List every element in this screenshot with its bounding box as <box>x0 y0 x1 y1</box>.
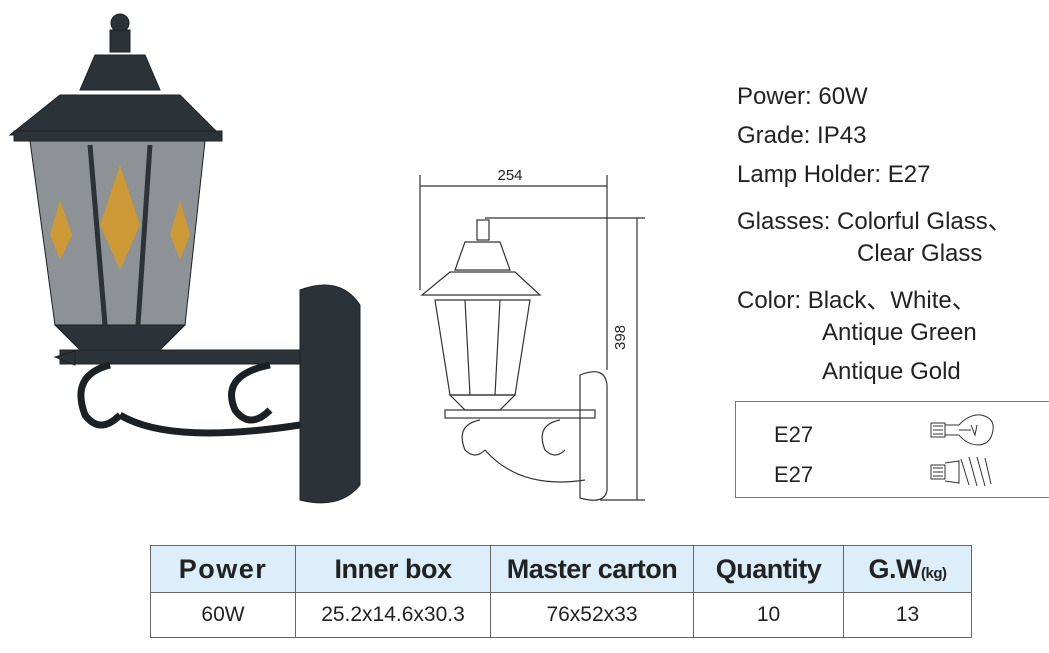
incandescent-bulb-icon <box>930 414 994 446</box>
header-gross-weight: G.W(kg) <box>843 545 972 593</box>
bulb-label: E27 <box>774 462 814 487</box>
gw-unit: (kg) <box>921 564 947 582</box>
header-master-carton: Master carton <box>490 545 694 593</box>
cell-master-carton: 76x52x33 <box>490 592 694 638</box>
spec-color-cont: Antique Green <box>822 319 977 346</box>
spec-color-cont2: Antique Gold <box>822 358 961 385</box>
header-inner-box: Inner box <box>295 545 491 593</box>
lamp-photo <box>8 13 361 504</box>
cell-power: 60W <box>150 592 296 638</box>
bulb-types-box: E27 E27 <box>735 401 1049 498</box>
spec-glasses-cont: Clear Glass <box>857 240 983 267</box>
spec-grade: Grade: IP43 <box>737 122 867 149</box>
cell-quantity: 10 <box>693 592 844 638</box>
bulb-label: E27 <box>774 422 814 447</box>
width-dimension-label: 254 <box>497 167 522 184</box>
spec-glasses: Glasses: Colorful Glass、 <box>737 208 1012 235</box>
spiral-cfl-bulb-icon <box>930 456 992 487</box>
height-dimension-label: 398 <box>612 325 629 350</box>
packing-table: Power Inner box Master carton Quantity G… <box>150 545 972 638</box>
cell-gross-weight: 13 <box>843 592 972 638</box>
spec-power: Power: 60W <box>737 83 868 110</box>
spec-lamp-holder: Lamp Holder: E27 <box>737 161 931 188</box>
table-header-row: Power Inner box Master carton Quantity G… <box>150 545 972 593</box>
table-row: 60W 25.2x14.6x30.3 76x52x33 10 13 <box>150 592 972 638</box>
header-power: Power <box>150 545 296 593</box>
cell-inner-box: 25.2x14.6x30.3 <box>295 592 491 638</box>
gw-label: G.W <box>868 553 922 584</box>
spec-color: Color: Black、White、 <box>737 287 976 314</box>
header-quantity: Quantity <box>693 545 844 593</box>
dimension-drawing: 254 398 <box>419 167 645 501</box>
